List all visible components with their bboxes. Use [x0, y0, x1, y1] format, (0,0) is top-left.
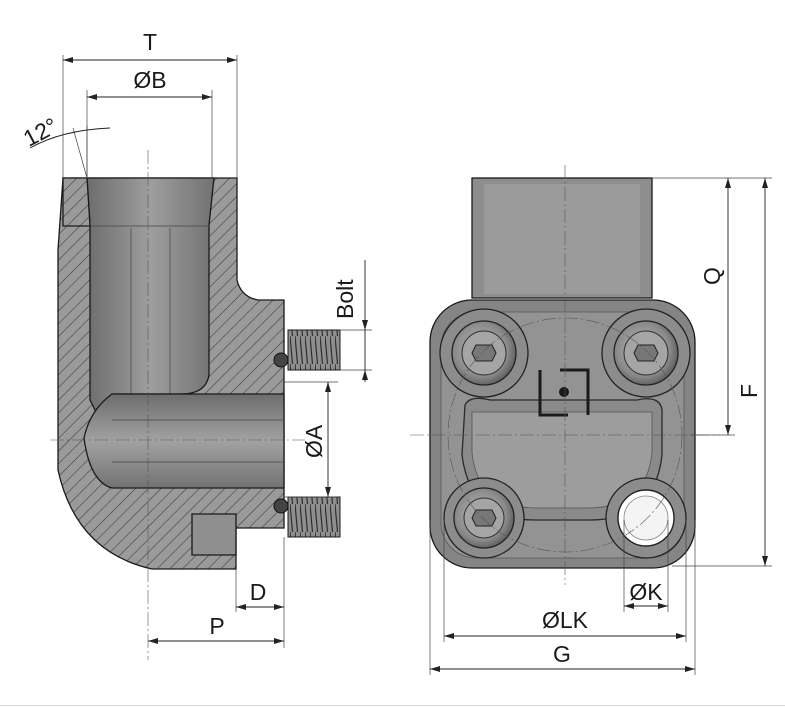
dim-label-angle: 12° [19, 112, 62, 151]
dim-label-LK: ØLK [542, 607, 589, 633]
flange-step [191, 513, 237, 556]
dim-label-B: ØB [133, 67, 166, 93]
dim-label-Q: Q [699, 267, 725, 285]
footer-divider [0, 705, 785, 706]
bolt-head-top-right [613, 320, 679, 386]
dim-label-G: G [553, 641, 571, 667]
dim-label-F: F [736, 384, 762, 398]
dim-label-A: ØA [301, 424, 327, 458]
vertical-bore [86, 177, 215, 418]
upper-stud-bolt [273, 329, 341, 371]
bolt-head-bottom-left [453, 487, 515, 549]
dim-label-T: T [143, 29, 157, 55]
dim-label-P: P [209, 613, 224, 639]
horizontal-bore [83, 393, 285, 489]
dim-label-D: D [250, 579, 267, 605]
front-view: Q F ØK ØLK G [410, 165, 772, 675]
dim-label-bolt: Bolt [332, 279, 358, 319]
bolt-head-top-left [451, 320, 517, 386]
empty-bolt-hole [617, 489, 675, 547]
manufacturer-logo [538, 368, 590, 417]
lower-stud-bolt [273, 496, 341, 538]
section-view: T ØB 12° Bolt ØA D [19, 29, 372, 660]
dim-label-K: ØK [629, 579, 663, 605]
